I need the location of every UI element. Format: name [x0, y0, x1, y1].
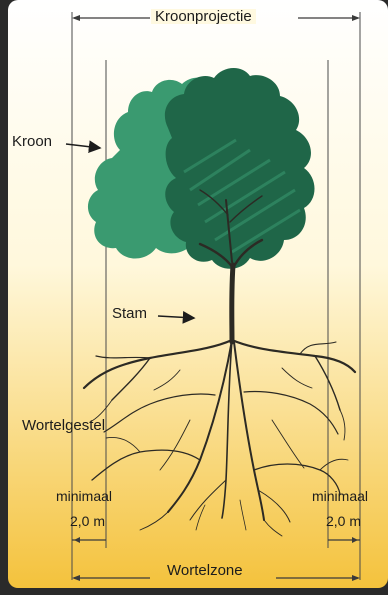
- root-system-label: Wortelgestel: [22, 418, 105, 433]
- minimum-label-left: minimaal: [56, 489, 112, 503]
- distance-label-left: 2,0 m: [70, 514, 105, 528]
- trunk-label: Stam: [112, 306, 147, 321]
- distance-label-right: 2,0 m: [326, 514, 361, 528]
- minimum-label-right: minimaal: [312, 489, 368, 503]
- crown-projection-label: Kroonprojectie: [151, 9, 256, 24]
- root-zone-label: Wortelzone: [163, 563, 247, 578]
- crown-label: Kroon: [12, 134, 52, 149]
